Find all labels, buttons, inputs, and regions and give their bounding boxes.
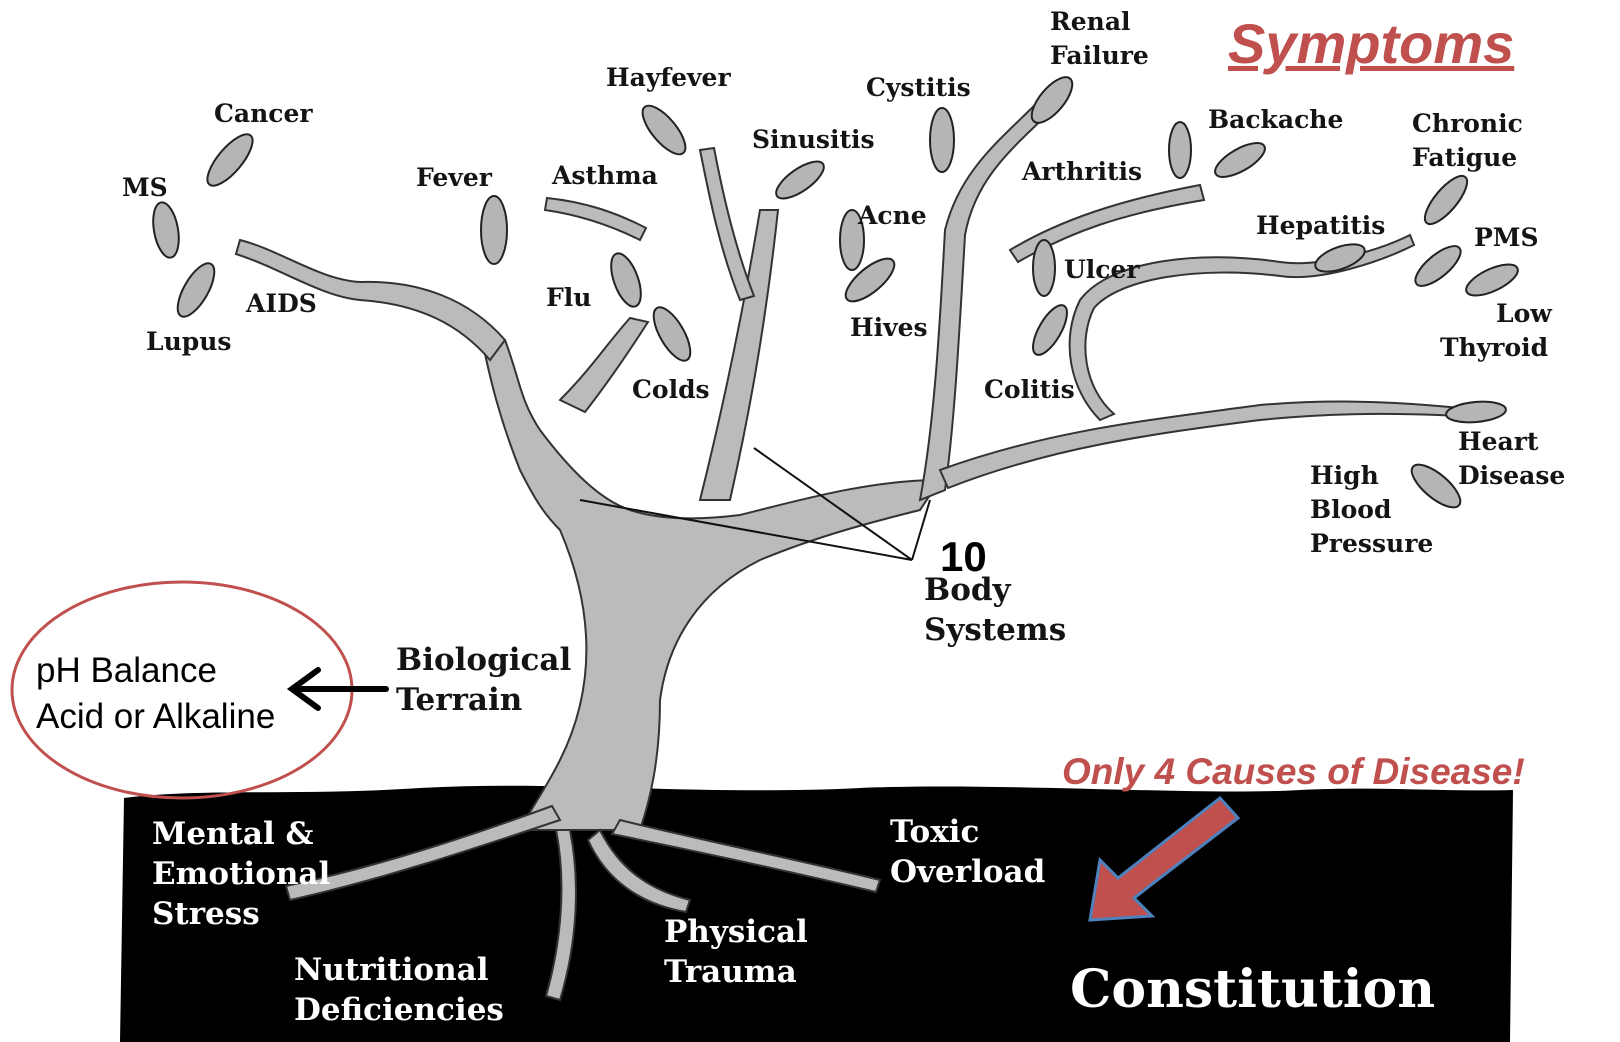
label-hayfever: Hayfever xyxy=(606,62,731,94)
ph-callout-text: pH Balance Acid or Alkaline xyxy=(36,648,275,740)
label-arthritis: Arthritis xyxy=(1022,156,1142,188)
terrain-label-line2: Terrain xyxy=(396,680,522,720)
label-aids: AIDS xyxy=(246,288,317,320)
label-low-thyroid-line2: Thyroid xyxy=(1440,332,1548,364)
label-high-blood-pressure-line2: Blood xyxy=(1310,494,1391,526)
causes-note: Only 4 Causes of Disease! xyxy=(1062,750,1525,794)
label-sinusitis: Sinusitis xyxy=(752,124,875,156)
label-acne: Acne xyxy=(858,200,927,232)
label-ms: MS xyxy=(122,172,168,204)
cause-nutritional-line2: Deficiencies xyxy=(294,990,504,1030)
cause-physical-line1: Physical xyxy=(664,912,808,952)
cause-mental-line3: Stress xyxy=(152,894,260,934)
label-renal-failure-line2: Failure xyxy=(1050,40,1149,72)
label-backache: Backache xyxy=(1208,104,1343,136)
label-cystitis: Cystitis xyxy=(866,72,971,104)
arrow-left-icon xyxy=(292,670,386,708)
cause-toxic-line2: Overload xyxy=(890,852,1045,892)
terrain-label-line1: Biological xyxy=(396,640,571,680)
constitution-label: Constitution xyxy=(1070,960,1435,1020)
label-low-thyroid-line1: Low xyxy=(1496,298,1552,330)
label-heart-disease-line2: Disease xyxy=(1458,460,1565,492)
ph-callout-line1: pH Balance xyxy=(36,648,275,694)
cause-nutritional-line1: Nutritional xyxy=(294,950,488,990)
label-high-blood-pressure-line3: Pressure xyxy=(1310,528,1433,560)
label-hives: Hives xyxy=(850,312,928,344)
ph-callout-line2: Acid or Alkaline xyxy=(36,694,275,740)
label-heart-disease-line1: Heart xyxy=(1458,426,1538,458)
body-systems-label-line1: Body xyxy=(924,570,1011,610)
symptoms-title: Symptoms xyxy=(1228,12,1514,76)
label-flu: Flu xyxy=(546,282,591,314)
cause-toxic-line1: Toxic xyxy=(890,812,979,852)
label-hepatitis: Hepatitis xyxy=(1256,210,1385,242)
label-asthma: Asthma xyxy=(552,160,658,192)
label-colds: Colds xyxy=(632,374,710,406)
label-fever: Fever xyxy=(416,162,492,194)
label-lupus: Lupus xyxy=(146,326,232,358)
label-renal-failure-line1: Renal xyxy=(1050,6,1131,38)
label-ulcer: Ulcer xyxy=(1064,254,1140,286)
cause-physical-line2: Trauma xyxy=(664,952,797,992)
label-chronic-fatigue-line1: Chronic xyxy=(1412,108,1523,140)
cause-mental-line1: Mental & xyxy=(152,814,314,854)
label-cancer: Cancer xyxy=(214,98,313,130)
label-pms: PMS xyxy=(1474,222,1539,254)
label-colitis: Colitis xyxy=(984,374,1075,406)
label-chronic-fatigue-line2: Fatigue xyxy=(1412,142,1517,174)
label-high-blood-pressure-line1: High xyxy=(1310,460,1379,492)
cause-mental-line2: Emotional xyxy=(152,854,330,894)
body-systems-label-line2: Systems xyxy=(924,610,1066,650)
